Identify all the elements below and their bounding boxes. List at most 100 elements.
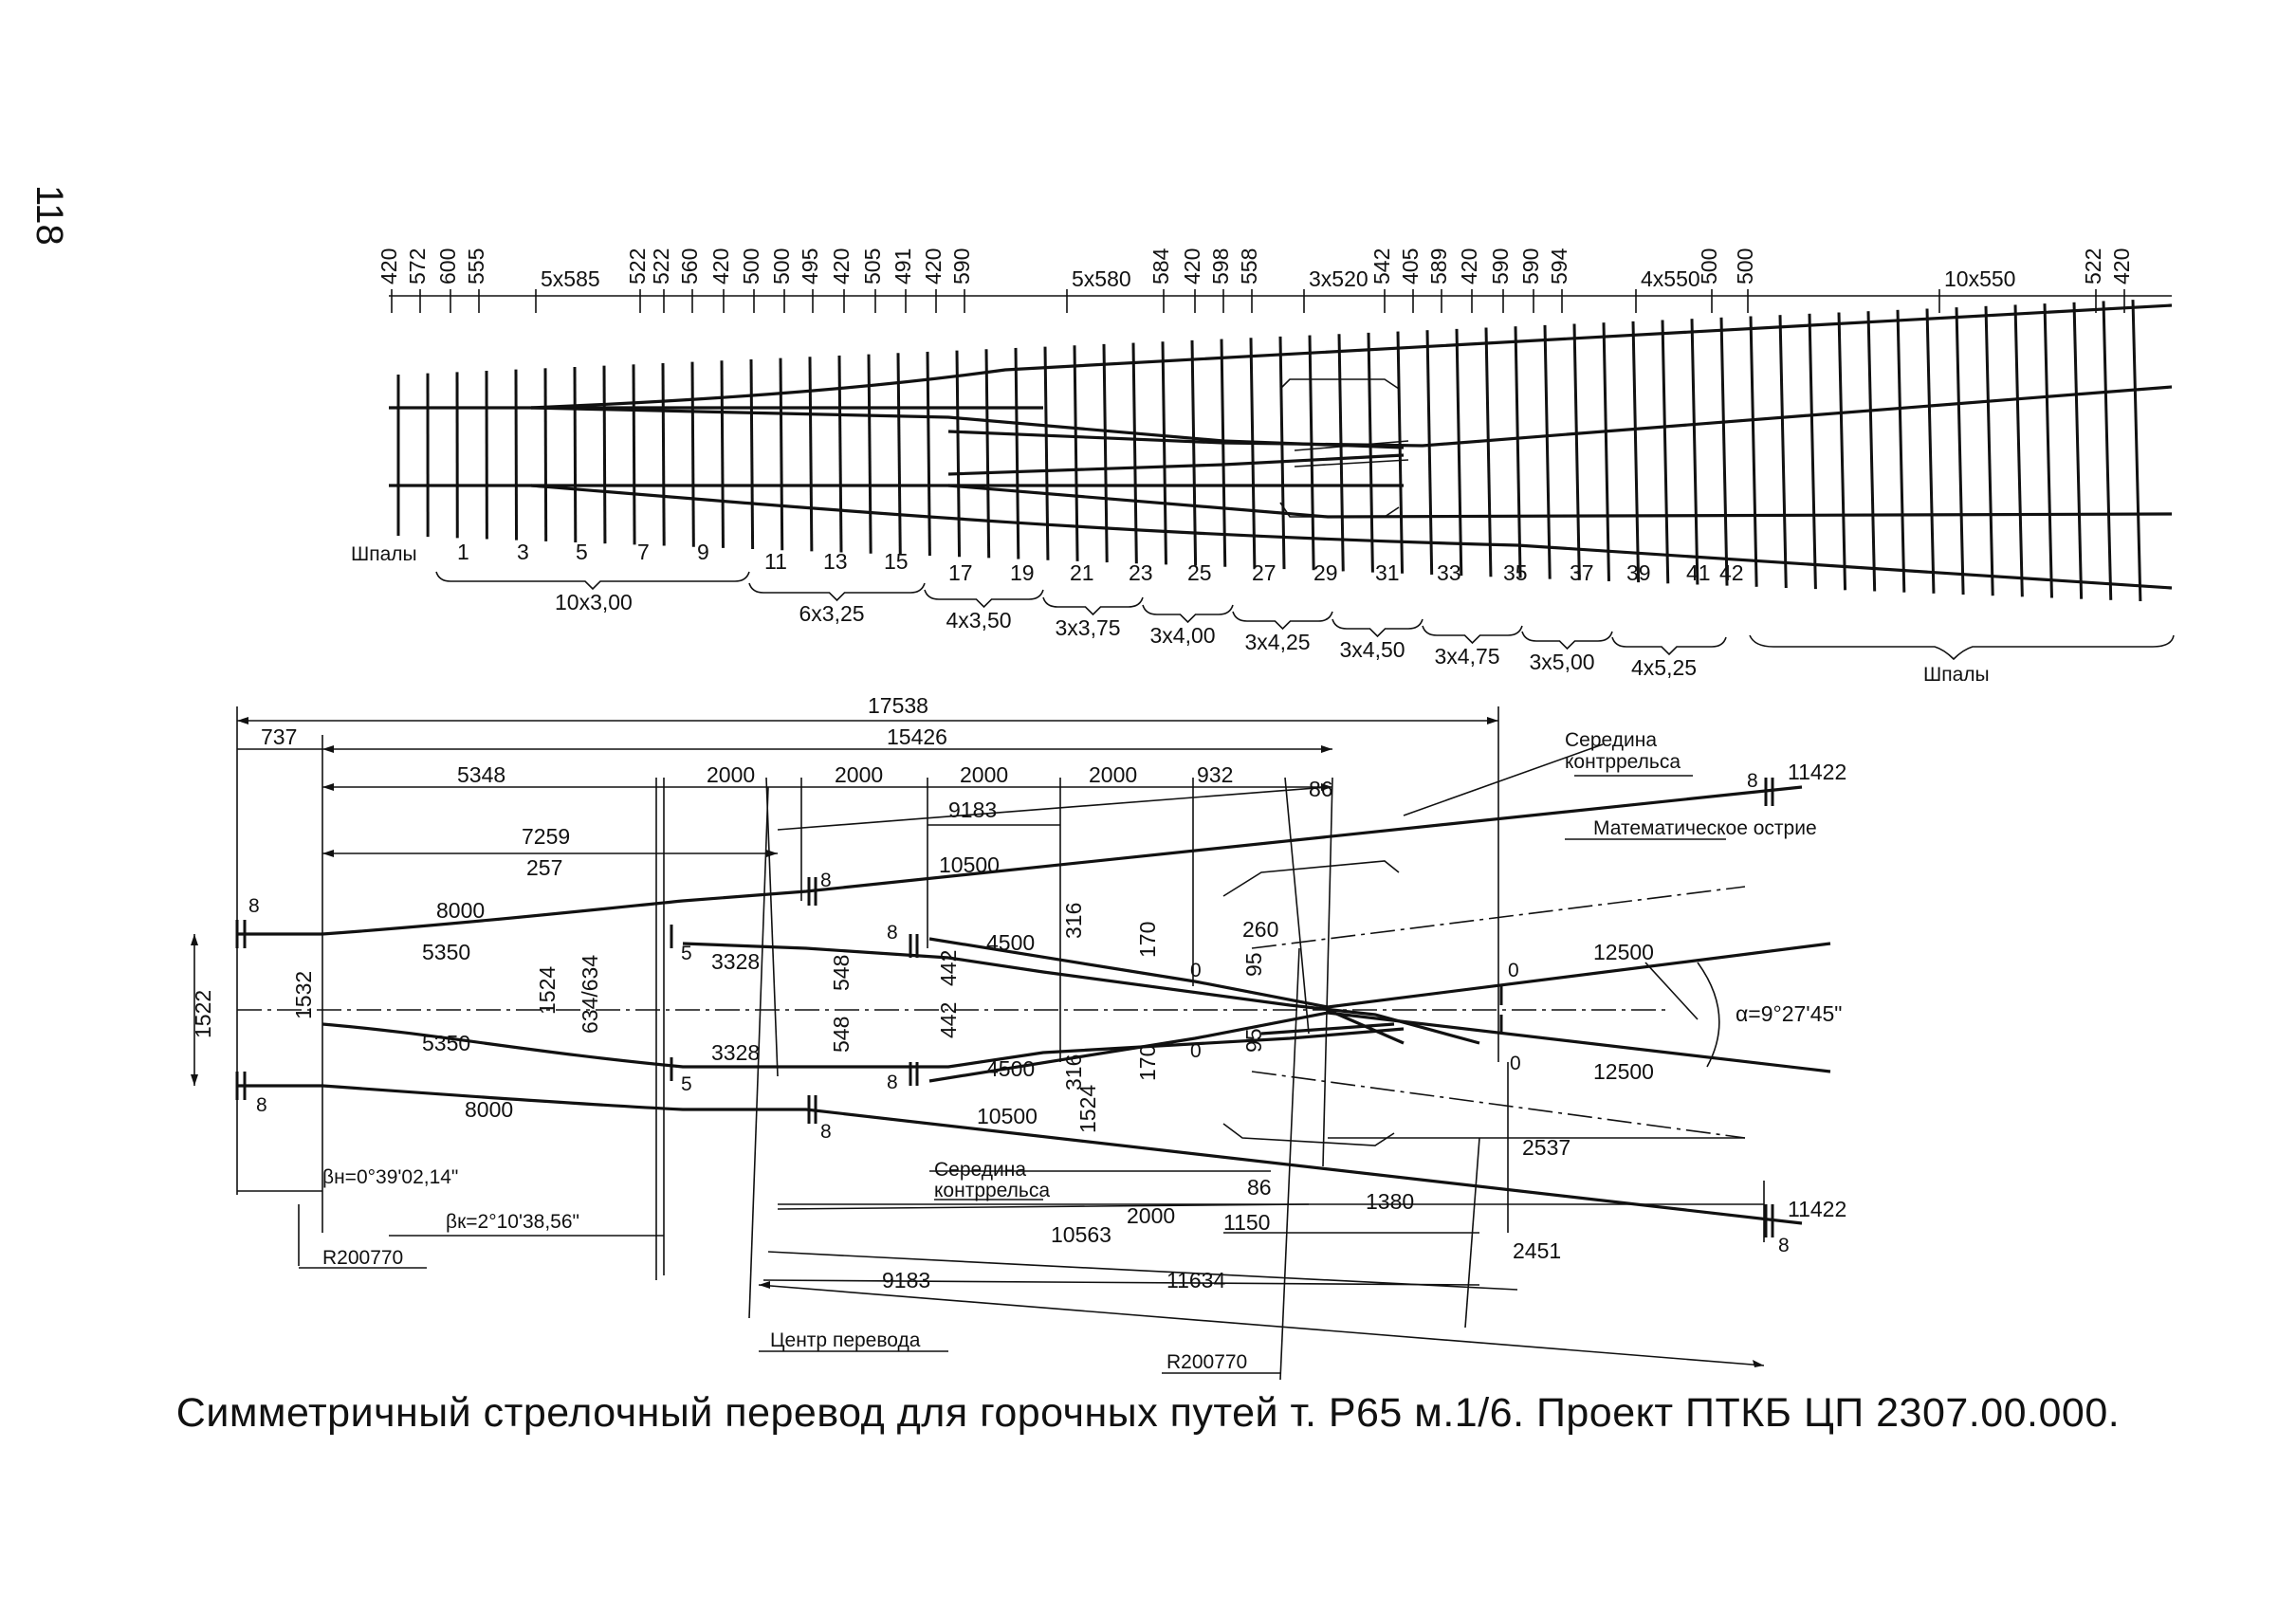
sleeper xyxy=(1955,307,1965,596)
spacing-label: 4x550 xyxy=(1641,266,1700,291)
spacing-label: 420 xyxy=(1457,248,1481,284)
dim-8000-bot: 8000 xyxy=(465,1097,513,1122)
sleeper xyxy=(1455,328,1463,577)
sleeper xyxy=(1778,315,1788,589)
sleeper-length: 3x4,00 xyxy=(1150,623,1216,648)
sleeper-number: 35 xyxy=(1503,560,1528,585)
spacing-label: 572 xyxy=(405,248,430,284)
spacing-label: 522 xyxy=(2081,248,2105,284)
sleeper-number: 9 xyxy=(697,540,709,564)
dim-5348: 5348 xyxy=(457,762,505,787)
sleeper-number: 3 xyxy=(517,540,529,564)
sleeper xyxy=(1866,311,1877,592)
length-brace xyxy=(435,571,750,591)
sleeper xyxy=(1190,339,1198,566)
zero-a: 0 xyxy=(1190,960,1202,981)
sleeper-number: 7 xyxy=(637,540,650,564)
sleeper xyxy=(1131,342,1138,564)
sleeper xyxy=(1690,319,1699,585)
dim-10500-bot: 10500 xyxy=(977,1104,1038,1128)
joint-5-b: 5 xyxy=(681,1073,692,1095)
dim-95-b: 95 xyxy=(1241,1028,1266,1053)
rail-joints xyxy=(235,778,1774,1237)
spacing-label: 594 xyxy=(1547,247,1571,284)
sleeper xyxy=(779,357,784,551)
sleeper xyxy=(1367,332,1374,573)
sleeper xyxy=(1337,334,1345,572)
sleeper xyxy=(2013,304,2024,597)
sleeper xyxy=(690,361,695,547)
spacing-label: 500 xyxy=(769,248,794,284)
sleeper xyxy=(543,368,548,541)
dim-2451: 2451 xyxy=(1513,1238,1561,1263)
spacing-label: 590 xyxy=(1488,248,1513,284)
dim-1524-a: 1524 xyxy=(535,966,560,1015)
dim-634: 634/634 xyxy=(578,955,602,1034)
spacing-label: 590 xyxy=(1518,248,1543,284)
sleeper xyxy=(808,357,814,552)
sleeper-length: 3x5,00 xyxy=(1530,650,1595,674)
length-brace xyxy=(1042,596,1144,616)
dim-2000-d: 2000 xyxy=(1089,762,1137,787)
sleeper-number: 39 xyxy=(1626,560,1651,585)
dim-3328-bot: 3328 xyxy=(711,1040,760,1065)
dim-1524-b: 1524 xyxy=(1075,1085,1100,1133)
sleeper xyxy=(955,350,962,558)
dim-932: 932 xyxy=(1197,762,1233,787)
sleeper xyxy=(1425,330,1434,575)
spacing-label: 600 xyxy=(435,248,460,284)
dim-4500-top: 4500 xyxy=(986,930,1035,955)
spacing-label: 505 xyxy=(860,248,885,284)
dim-11422-top: 11422 xyxy=(1788,760,1846,784)
dim-1532: 1532 xyxy=(291,971,316,1019)
sleeper-length: 6x3,25 xyxy=(799,601,865,626)
radius-label-left: R200770 xyxy=(322,1247,403,1269)
dim-9183-top: 9183 xyxy=(948,797,997,822)
turnout-geometry: 17538 737 15426 5348 2000 2000 2000 2000… xyxy=(191,693,1846,1381)
zero-c: 0 xyxy=(1508,960,1519,981)
spacing-label: 491 xyxy=(891,248,915,284)
spacing-label: 420 xyxy=(921,248,946,284)
joint-8-g: 8 xyxy=(1747,770,1758,792)
sleeper-length: 3x4,25 xyxy=(1245,630,1311,654)
dim-9183-bot: 9183 xyxy=(882,1268,930,1292)
sleeper xyxy=(2131,300,2142,602)
sleeper xyxy=(2043,303,2053,598)
counter-rail-mid-bot-2: контррельса xyxy=(934,1180,1050,1201)
dim-12500-bot: 12500 xyxy=(1593,1059,1654,1084)
sleeper xyxy=(1837,312,1847,591)
sleeper-number: 11 xyxy=(764,549,787,574)
spacing-label: 558 xyxy=(1237,248,1261,284)
sleeper xyxy=(2102,301,2113,600)
sleeper-number: 29 xyxy=(1313,560,1338,585)
plan-rails xyxy=(389,303,2173,590)
dim-316-a: 316 xyxy=(1061,903,1086,939)
sleeper xyxy=(1014,347,1020,559)
sleeper xyxy=(1161,341,1167,565)
sleeper xyxy=(1278,336,1286,570)
sleeper xyxy=(1719,317,1729,586)
sleeper xyxy=(2072,302,2084,599)
joint-5-a: 5 xyxy=(681,943,692,964)
sleeper xyxy=(1984,305,1994,596)
counter-rail-mid-top-2: контррельса xyxy=(1565,751,1681,773)
spacing-label: 589 xyxy=(1426,248,1451,284)
length-brace xyxy=(1332,618,1424,638)
sleeper-number: 1 xyxy=(457,540,469,564)
sleeper-number: 17 xyxy=(948,560,973,585)
sleeper xyxy=(749,358,755,550)
sleeper xyxy=(1514,326,1522,578)
joint-8-a: 8 xyxy=(248,895,260,917)
dim-316-b: 316 xyxy=(1061,1054,1086,1091)
dim-2000-a: 2000 xyxy=(707,762,755,787)
sleeper-number: 31 xyxy=(1375,560,1400,585)
sleeper xyxy=(1073,345,1079,561)
dim-1150: 1150 xyxy=(1223,1210,1270,1235)
sleeper xyxy=(1308,335,1315,571)
sleeper-length: 10x3,00 xyxy=(555,590,633,614)
beta-n-label: βн=0°39'02,14" xyxy=(322,1166,458,1188)
dim-548-b: 548 xyxy=(829,1017,854,1053)
arrowheads xyxy=(191,717,1764,1367)
